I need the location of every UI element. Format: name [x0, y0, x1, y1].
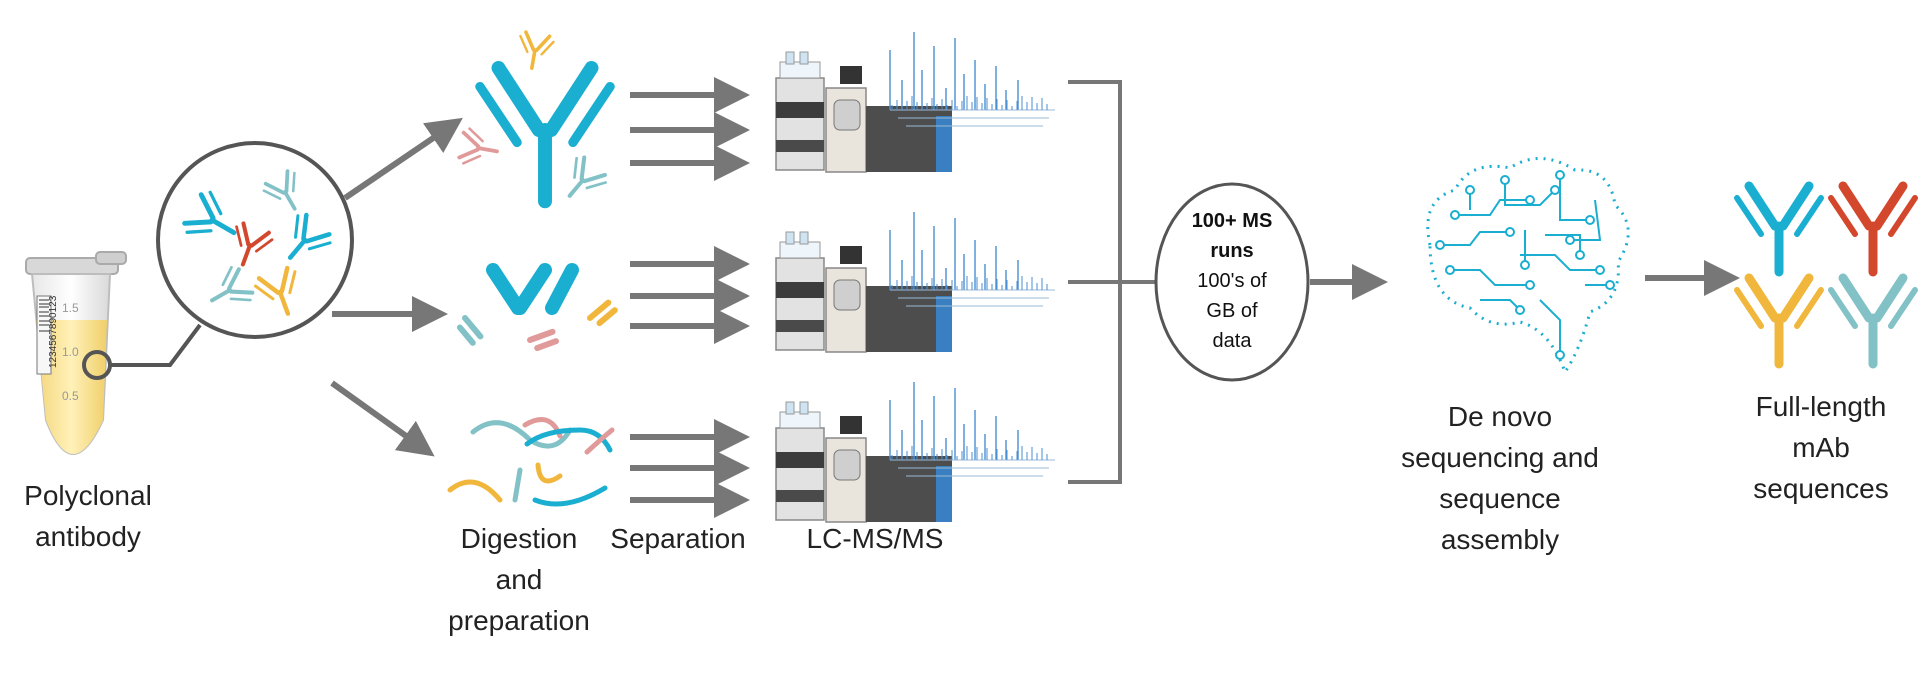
label-de-novo-sequencing: De novo sequencing and sequence assembly: [1401, 401, 1599, 555]
mass-spectrum-icon: [889, 382, 1055, 477]
tube-barcode: [39, 299, 49, 332]
mab-sequence-icon-cyan: [1734, 181, 1824, 277]
separation-arrows: [630, 77, 750, 518]
mass-spectrum-icon: [889, 212, 1055, 307]
lc-ms-instrument-icon: [775, 401, 952, 523]
antibody-fragment-icon: [527, 328, 559, 352]
antibody-icon: [235, 221, 274, 267]
lc-ms-instrument-icon: [775, 51, 952, 173]
mab-sequence-icon-red: [1828, 181, 1918, 277]
label-lc-ms-ms: LC-MS/MS: [806, 523, 944, 554]
oval-text: 100+ MS runs 100's of GB of data: [1191, 210, 1273, 352]
merge-bracket: [1068, 80, 1158, 484]
antibody-icon: [519, 30, 555, 70]
antibody-fragment-icon: [587, 299, 618, 327]
tube-mark-1-5: 1.5: [62, 301, 79, 315]
lc-ms-instrument-icon: [775, 231, 952, 353]
antibody-icon: [567, 155, 607, 198]
label-full-length-mab: Full-length mAb sequences: [1753, 391, 1889, 504]
mab-sequence-icon-yellow: [1734, 273, 1824, 369]
fab-fragments-icon: [486, 263, 579, 315]
full-length-mab-icons: [1734, 181, 1918, 369]
antibody-pool-circle: [156, 141, 354, 339]
data-volume-oval: [1154, 182, 1310, 382]
label-digestion: Digestion and preparation: [448, 523, 590, 636]
antibody-icon: [287, 212, 332, 260]
mass-spectrum-icon: [889, 32, 1055, 127]
tube-mark-0-5: 0.5: [62, 389, 79, 403]
tube-barcode-text: 1234567890123: [48, 295, 59, 368]
tube-mark-1-0: 1.0: [62, 345, 79, 359]
antibody-pool: [182, 169, 332, 316]
lc-ms-instruments: [775, 32, 1055, 523]
circuit-brain-icon: [1426, 157, 1630, 376]
intact-antibody-icon: [475, 61, 615, 209]
antibody-icon: [457, 127, 499, 165]
peptide-fragments-icon: [447, 417, 615, 507]
antibody-icon: [262, 169, 297, 211]
microcentrifuge-tube-icon: 1234567890123 1.5 1.0 0.5: [25, 251, 202, 455]
branch-arrows: [330, 117, 463, 457]
antibody-icon: [182, 190, 237, 236]
row-antibodies: [456, 30, 618, 352]
label-polyclonal-antibody: Polyclonal antibody: [24, 480, 152, 552]
mab-sequence-icon-teal: [1828, 273, 1918, 369]
antibody-fragment-icon: [456, 315, 484, 346]
antibody-icon: [253, 265, 297, 316]
label-separation: Separation: [610, 523, 746, 554]
antibody-icon: [210, 265, 255, 303]
